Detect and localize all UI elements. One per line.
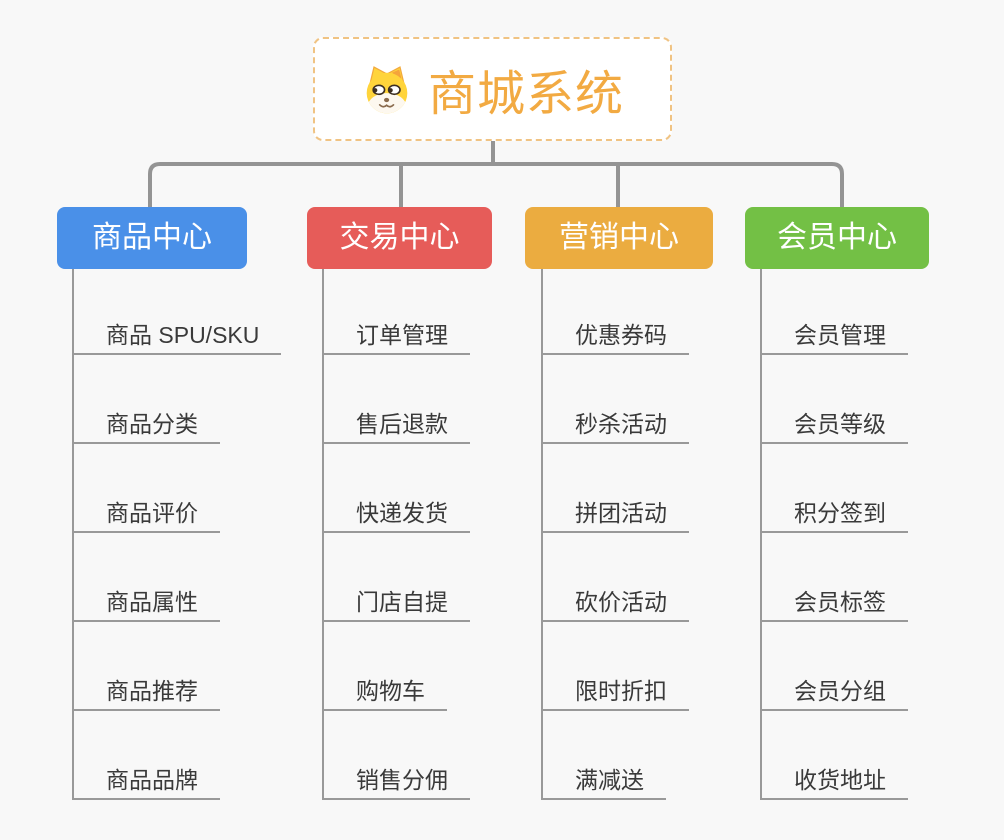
leaf-node[interactable]: 砍价活动: [541, 588, 689, 622]
leaf-node[interactable]: 商品 SPU/SKU: [72, 321, 282, 355]
leaf-node[interactable]: 满减送: [541, 766, 666, 800]
leaf-node[interactable]: 商品属性: [72, 588, 220, 622]
leaf-node[interactable]: 积分签到: [760, 499, 908, 533]
branch-spine-trade: [322, 269, 324, 800]
leaf-node[interactable]: 限时折扣: [541, 677, 689, 711]
dog-icon: [366, 66, 408, 114]
root-title: 商城系统: [427, 68, 624, 121]
leaf-node[interactable]: 拼团活动: [541, 499, 689, 533]
leaf-node[interactable]: 订单管理: [322, 321, 470, 355]
branch-node-member[interactable]: 会员中心: [745, 207, 929, 269]
leaf-node[interactable]: 会员等级: [760, 410, 908, 444]
leaf-node[interactable]: 秒杀活动: [541, 410, 689, 444]
leaf-node[interactable]: 商品评价: [72, 499, 220, 533]
branch-spine-member: [760, 269, 762, 800]
bus-line: [148, 162, 844, 209]
leaf-node[interactable]: 商品分类: [72, 410, 220, 444]
leaf-node[interactable]: 收货地址: [760, 766, 908, 800]
leaf-node[interactable]: 购物车: [322, 677, 447, 711]
branch-node-trade[interactable]: 交易中心: [307, 207, 492, 269]
leaf-node[interactable]: 商品推荐: [72, 677, 220, 711]
leaf-node[interactable]: 快递发货: [322, 499, 470, 533]
leaf-node[interactable]: 会员管理: [760, 321, 908, 355]
leaf-node[interactable]: 门店自提: [322, 588, 470, 622]
leaf-node[interactable]: 售后退款: [322, 410, 470, 444]
branch-spine-marketing: [541, 269, 543, 800]
leaf-node[interactable]: 商品品牌: [72, 766, 220, 800]
leaf-node[interactable]: 会员标签: [760, 588, 908, 622]
leaf-node[interactable]: 会员分组: [760, 677, 908, 711]
branch-spine-product: [72, 269, 74, 800]
branch-node-marketing[interactable]: 营销中心: [525, 207, 713, 269]
root-node[interactable]: 商城系统: [313, 37, 672, 141]
leaf-node[interactable]: 优惠券码: [541, 321, 689, 355]
branch-node-product[interactable]: 商品中心: [57, 207, 247, 269]
leaf-node[interactable]: 销售分佣: [322, 766, 470, 800]
